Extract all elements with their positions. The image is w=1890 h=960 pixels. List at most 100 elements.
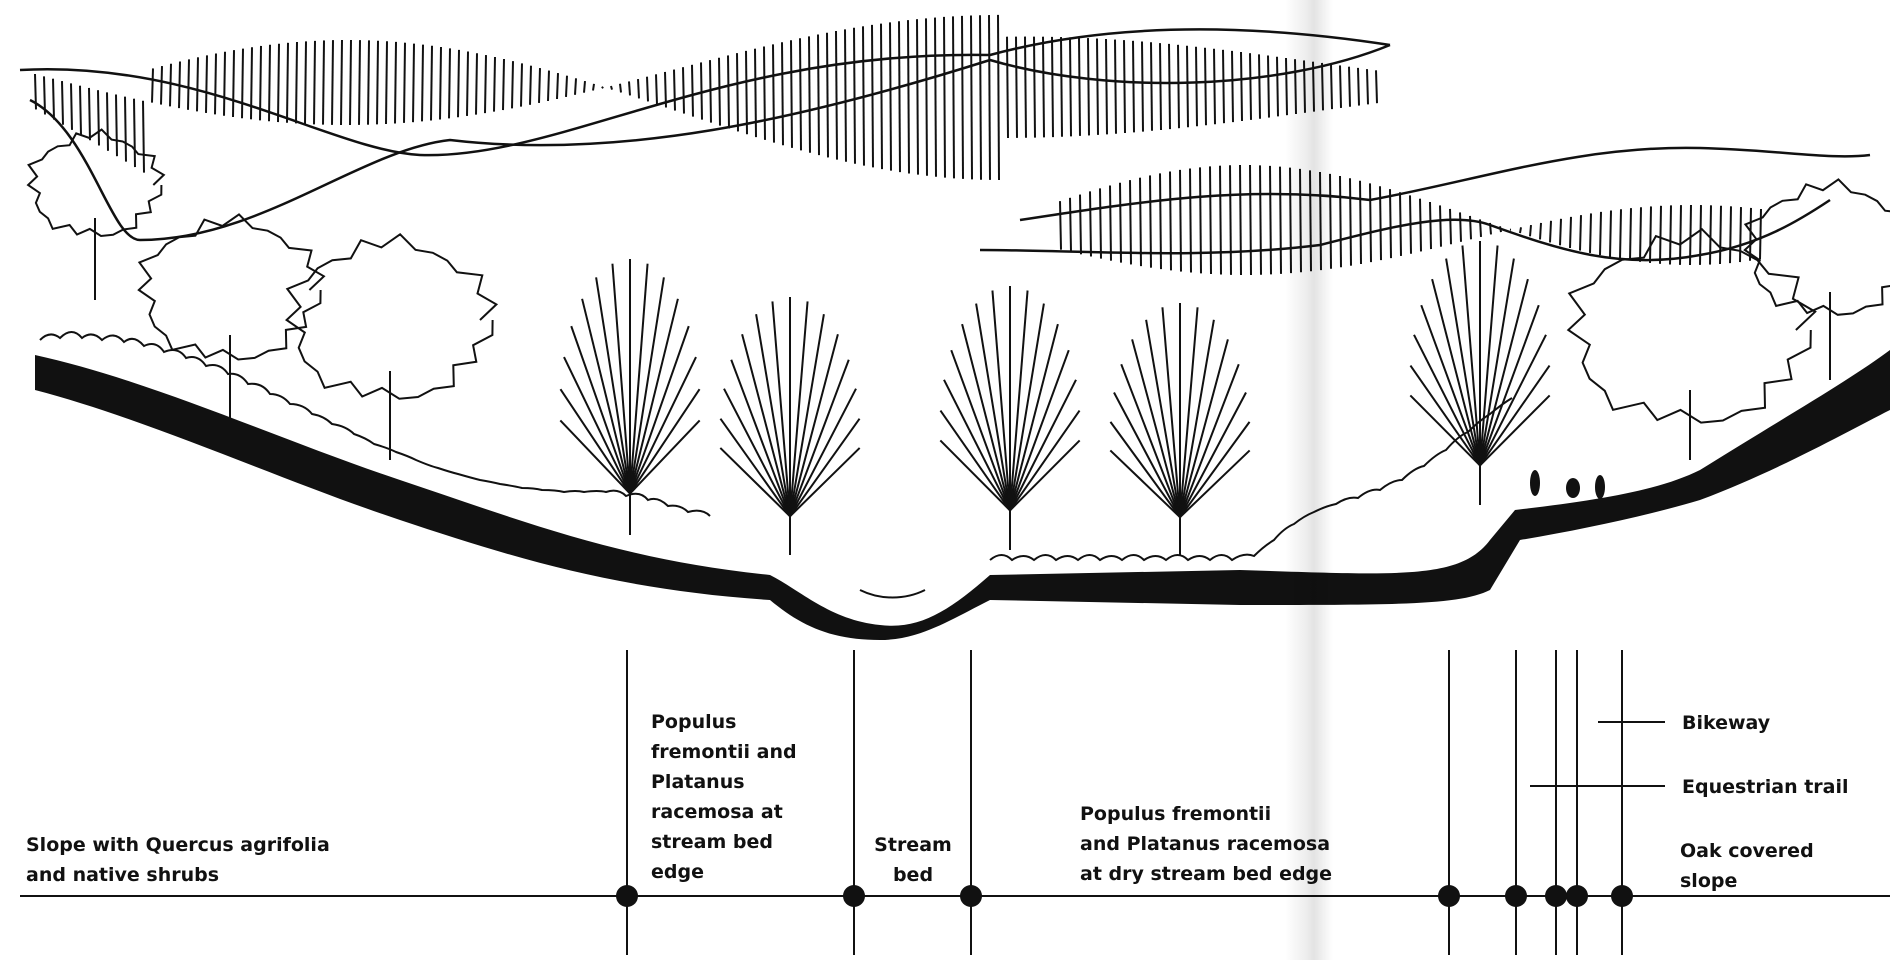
hatch-stroke: [161, 66, 162, 105]
hatch-stroke: [773, 44, 774, 142]
hatch-stroke: [1070, 198, 1071, 252]
tree-branch: [1421, 305, 1480, 465]
hatch-stroke: [1200, 167, 1201, 273]
zone-node: [1545, 885, 1567, 907]
hatch-stroke: [971, 15, 972, 179]
oak-tree: [28, 130, 164, 301]
hatch-stroke: [1110, 185, 1111, 260]
hatch-stroke: [152, 68, 153, 102]
hatch-stroke: [116, 95, 117, 157]
hatch-stroke: [1025, 37, 1026, 138]
hatch-stroke: [278, 44, 279, 122]
hatch-stroke: [1720, 206, 1721, 264]
hatch-stroke: [1100, 188, 1101, 258]
hatch-stroke: [107, 92, 108, 150]
shrub-line-right: [990, 398, 1512, 560]
hatch-stroke: [701, 62, 702, 119]
hatch-stroke: [404, 43, 405, 123]
hatch-stroke: [377, 41, 378, 125]
hatch-stroke: [458, 50, 459, 117]
hatch-stroke: [1016, 37, 1017, 138]
zone-node: [1566, 885, 1588, 907]
label-bikeway: Bikeway: [1682, 708, 1770, 738]
oak-crown: [287, 234, 497, 398]
hatch-stroke: [1070, 37, 1071, 136]
sycamore-tree: [1410, 241, 1549, 505]
hatch-stroke: [1187, 46, 1188, 128]
sycamore-tree: [720, 297, 859, 555]
hatch-stroke: [791, 40, 792, 148]
hatch-stroke: [35, 74, 36, 109]
hatch-stroke: [1600, 212, 1601, 255]
hatch-stroke: [1580, 215, 1581, 250]
hatch-stroke: [1650, 206, 1651, 262]
hatch-stroke: [620, 84, 621, 93]
hatch-stroke: [1350, 178, 1351, 265]
hatch-stroke: [1210, 166, 1211, 274]
label-stream-bed: Stream bed: [868, 830, 958, 890]
hatch-stroke: [818, 35, 819, 156]
hatch-stroke: [1630, 208, 1631, 260]
hatch-stroke: [602, 87, 603, 89]
tree-branch: [630, 389, 700, 493]
hatch-stroke: [584, 81, 585, 93]
hatch-stroke: [881, 24, 882, 169]
hatch-stroke: [350, 40, 351, 125]
hatch-stroke: [638, 79, 639, 98]
tree-branch: [560, 389, 630, 493]
hatch-stroke: [1240, 165, 1241, 275]
hatch-stroke: [1277, 57, 1278, 117]
hatch-stroke: [44, 76, 45, 114]
hatch-stroke: [251, 47, 252, 119]
hatch-stroke: [341, 40, 342, 125]
hatch-stroke: [1060, 201, 1061, 250]
tree-branch: [1480, 305, 1539, 465]
hatch-stroke: [242, 49, 243, 119]
hatch-stroke: [368, 40, 369, 124]
hatch-stroke: [1223, 50, 1224, 123]
hatch-stroke: [800, 38, 801, 150]
hatch-stroke: [674, 70, 675, 111]
hatch-stroke: [944, 17, 945, 178]
tree-branch: [630, 277, 664, 493]
hatch-stroke: [1241, 52, 1242, 121]
hatch-stroke: [1530, 225, 1531, 236]
hatch-stroke: [1196, 47, 1197, 127]
hatch-stroke: [1079, 38, 1080, 136]
hatch-stroke: [359, 40, 360, 125]
hatch-stroke: [503, 59, 504, 110]
hatch-stroke: [1360, 181, 1361, 264]
hatch-stroke: [125, 97, 126, 162]
hatch-stroke: [260, 46, 261, 120]
label-slope-quercus: Slope with Quercus agrifolia and native …: [26, 830, 330, 890]
hatch-stroke: [1367, 69, 1368, 104]
hatch-stroke: [557, 73, 558, 99]
hatch-stroke: [494, 57, 495, 112]
hatch-stroke: [1680, 205, 1681, 265]
hatch-stroke: [566, 76, 567, 97]
tree-branch: [790, 419, 860, 517]
ribbon-hatching-b: [1060, 165, 1761, 275]
hatch-stroke: [1730, 206, 1731, 263]
hatch-stroke: [1007, 37, 1008, 138]
hatch-stroke: [233, 50, 234, 117]
hatch-stroke: [836, 31, 837, 160]
label-equestrian: Equestrian trail: [1682, 772, 1849, 802]
hatch-stroke: [1151, 42, 1152, 131]
hatch-stroke: [1124, 40, 1125, 133]
hatch-stroke: [1178, 45, 1179, 128]
hatch-stroke: [746, 51, 747, 134]
tree-branch: [720, 419, 790, 517]
hatch-stroke: [629, 81, 630, 95]
hatch-stroke: [854, 28, 855, 164]
tree-branch: [756, 314, 790, 516]
zone-node: [843, 885, 865, 907]
hatch-stroke: [89, 88, 90, 140]
hatch-stroke: [1180, 170, 1181, 272]
oak-tree: [287, 234, 497, 460]
figure-3: [1595, 475, 1605, 499]
tree-branch: [1010, 304, 1044, 511]
hatch-stroke: [1214, 49, 1215, 124]
hatch-stroke: [665, 72, 666, 108]
sycamore-tree: [1110, 303, 1249, 555]
